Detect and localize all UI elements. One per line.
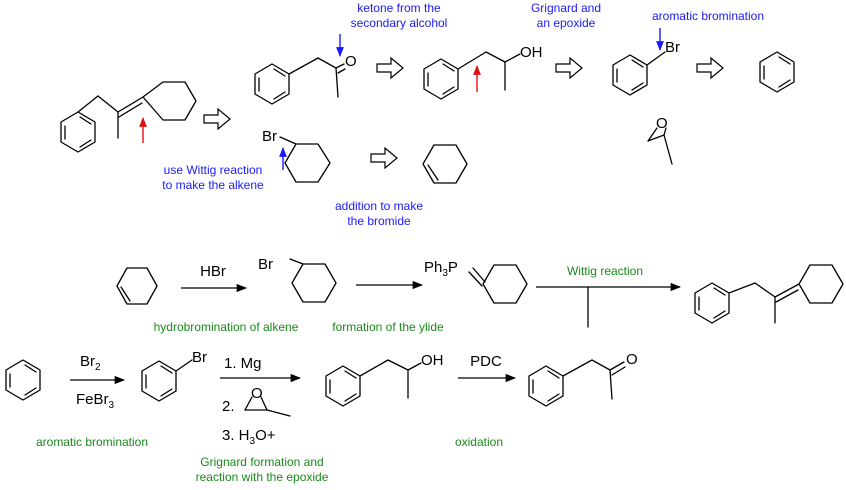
reagent-step: O+ [255,427,276,444]
atom-label: Br [262,128,277,145]
atom-label: O [251,385,263,402]
retro-label-line: ketone from the [357,1,441,15]
forward-label: formation of the ylide [332,320,444,334]
benzene-molecule [5,359,41,401]
bromobenzene-molecule: Br [141,349,207,402]
svg-text:3. H3O+: 3. H3O+ [222,427,276,447]
atom-label: O [656,115,668,132]
alcohol-molecule: OH [325,352,444,407]
reagent-label: PDC [470,353,502,370]
retro-label-line: secondary alcohol [351,16,448,30]
retro-arrow [376,56,404,80]
atom-label: Br [258,256,273,273]
reagent-label: HBr [200,263,226,280]
benzene-molecule [759,51,795,93]
forward-label-line: reaction with the epoxide [196,470,329,484]
svg-text:FeBr3: FeBr3 [76,391,115,411]
atom-label: Br [665,39,680,56]
reagent-label: FeBr [76,391,109,408]
retro-label-line: the bromide [347,214,411,228]
retro-label-line: addition to make [335,199,423,213]
forward-label: Wittig reaction [567,264,643,278]
subscript: 2 [95,362,101,373]
atom-label: OH [421,352,444,369]
subscript: 3 [109,400,115,411]
atom-label: OH [520,44,543,61]
atom-label: O [626,351,638,368]
reagent-step: 2. [222,398,235,415]
retro-arrow [696,56,724,80]
retro-label: aromatic bromination [652,9,764,23]
retro-arrow [370,146,398,170]
bromobenzene-molecule: Br [612,39,680,96]
retro-label-line: use Wittig reaction [164,163,263,177]
cyclohexene-molecule [422,144,468,184]
reagent-step: 3. H [222,427,250,444]
bromocyclohexane-molecule: Br [262,128,331,183]
target-alkene-molecule [60,81,197,153]
propylene-oxide-molecule: O [647,115,673,165]
svg-text:Br2: Br2 [80,353,101,373]
alcohol-molecule: OH [423,44,543,100]
atom-label: O [345,53,357,70]
forward-label-line: Grignard formation and [200,455,323,469]
forward-label: hydrobromination of alkene [154,320,299,334]
atom-label: Br [192,349,207,366]
retro-arrow [555,56,583,80]
subscript: 3 [442,268,448,279]
phenylacetone-molecule: O [254,53,357,105]
retro-label-line: to make the alkene [162,178,264,192]
forward-label: aromatic bromination [36,435,148,449]
subscript: 3 [250,436,256,447]
svg-text:Ph3P: Ph3P [424,259,458,279]
phenylacetone-molecule: O [528,351,638,407]
cyclohexene-molecule [116,267,158,305]
bromocyclohexane-molecule: Br [258,256,337,303]
reagent-step: 1. Mg [224,355,262,372]
retro-arrow [203,107,231,131]
epoxide-reagent: O [244,385,291,417]
atom-label: Ph [424,259,442,276]
reagent-label: Br [80,353,95,370]
retro-label-line: an epoxide [537,16,596,30]
product-alkene-molecule [694,264,844,324]
atom-label: P [448,259,458,276]
retro-label-line: Grignard and [531,1,601,15]
forward-label: oxidation [455,435,503,449]
ylide-molecule: Ph3P [424,259,528,304]
